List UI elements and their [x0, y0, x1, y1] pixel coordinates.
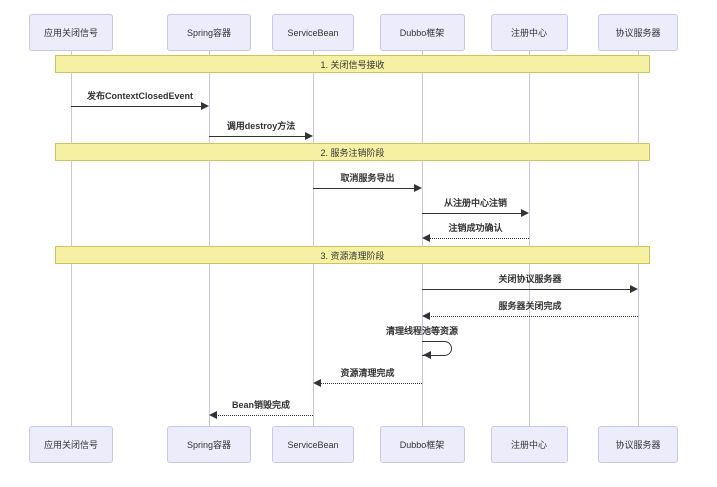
phase-note: 2. 服务注销阶段 — [55, 143, 650, 161]
participant-box-bottom: ServiceBean — [272, 426, 354, 463]
phase-note: 1. 关闭信号接收 — [55, 55, 650, 73]
participant-box-top: Dubbo框架 — [379, 14, 465, 51]
lifeline — [208, 51, 210, 426]
participant-box-top: 协议服务器 — [598, 14, 678, 51]
message-label: Bean销毁完成 — [231, 400, 291, 410]
message-line — [313, 188, 415, 189]
self-loop — [422, 341, 452, 356]
message-label: 关闭协议服务器 — [498, 274, 562, 284]
arrowhead-icon — [201, 102, 209, 110]
arrowhead-icon — [422, 234, 430, 242]
message-label: 发布ContextClosedEvent — [86, 91, 194, 101]
participant-box-bottom: Dubbo框架 — [379, 426, 465, 463]
participant-box-top: 注册中心 — [490, 14, 568, 51]
arrowhead-icon — [414, 184, 422, 192]
message-line — [71, 106, 202, 107]
message-line — [209, 136, 306, 137]
message-label: 取消服务导出 — [340, 173, 395, 183]
lifeline — [637, 51, 639, 426]
participant-box-bottom: 协议服务器 — [598, 426, 678, 463]
message-label: 调用destroy方法 — [226, 121, 296, 131]
participant-box-bottom: Spring容器 — [167, 426, 251, 463]
participant-box-bottom: 应用关闭信号 — [29, 426, 113, 463]
participant-box-top: ServiceBean — [272, 14, 354, 51]
arrowhead-icon — [630, 285, 638, 293]
participant-box-top: 应用关闭信号 — [29, 14, 113, 51]
lifeline — [312, 51, 314, 426]
arrowhead-icon — [423, 351, 431, 359]
participant-box-top: Spring容器 — [167, 14, 251, 51]
arrowhead-icon — [521, 209, 529, 217]
message-line — [429, 316, 638, 317]
message-label: 清理线程池等资源 — [385, 326, 459, 336]
message-line — [216, 415, 313, 416]
message-label: 资源清理完成 — [340, 368, 395, 378]
message-line — [422, 213, 522, 214]
participant-box-bottom: 注册中心 — [490, 426, 568, 463]
arrowhead-icon — [305, 132, 313, 140]
lifeline — [70, 51, 72, 426]
message-label: 服务器关闭完成 — [498, 301, 562, 311]
arrowhead-icon — [313, 379, 321, 387]
message-line — [429, 238, 529, 239]
message-line — [320, 383, 422, 384]
lifeline — [528, 51, 530, 426]
arrowhead-icon — [209, 411, 217, 419]
message-line — [422, 289, 631, 290]
message-label: 从注册中心注销 — [443, 198, 508, 208]
phase-note: 3. 资源清理阶段 — [55, 246, 650, 264]
arrowhead-icon — [422, 312, 430, 320]
message-label: 注销成功确认 — [448, 223, 503, 233]
